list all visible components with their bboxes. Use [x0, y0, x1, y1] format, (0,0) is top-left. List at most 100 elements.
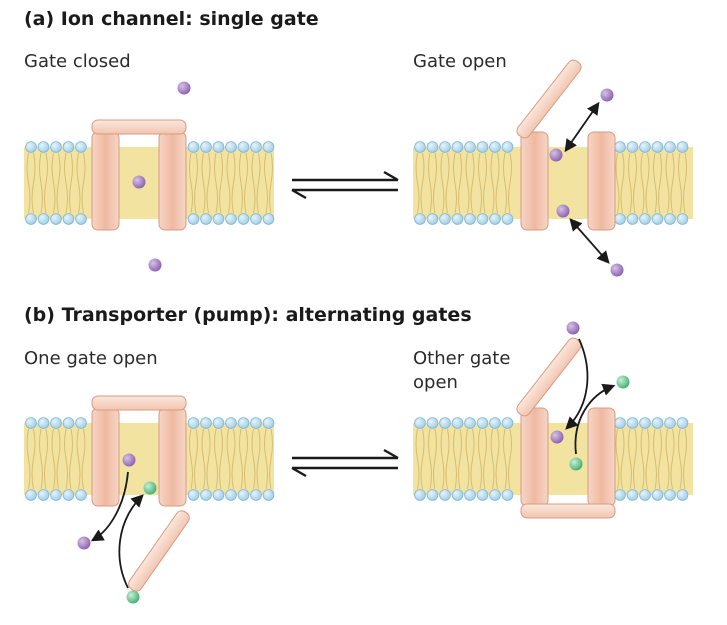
lipid-tail [645, 458, 648, 490]
ion [177, 81, 191, 95]
other-gate-open-label-line2: open [413, 372, 458, 393]
lipid-head [626, 141, 639, 153]
lipid-head [414, 213, 426, 225]
lipid-tail [467, 458, 470, 490]
lipid-tail [33, 428, 36, 460]
lipid-tail [51, 152, 54, 184]
lipid-tail [490, 152, 493, 184]
lipid-head [250, 141, 262, 153]
other-gate-open-label-line1: Other gate [413, 348, 511, 369]
lipid-tail [642, 458, 645, 490]
lipid-tail [622, 428, 625, 460]
lipid-tail [420, 182, 423, 214]
lipid-head [414, 489, 426, 501]
lipid-head [639, 489, 651, 501]
lipid-tail [492, 458, 495, 490]
lipid-tail [69, 182, 72, 214]
lipid-tail [678, 428, 681, 460]
ion [132, 175, 146, 189]
lipid-tail [429, 458, 432, 490]
lipid-head [426, 213, 439, 225]
lipid-tail [615, 428, 618, 460]
lipid-tail [189, 152, 192, 184]
lipid-tail [503, 152, 506, 184]
lipid-tail [215, 458, 218, 490]
transport-arrow-green [118, 494, 144, 589]
lipid-tail [620, 182, 623, 214]
channel-protein-right [158, 131, 187, 231]
lipid-tail [665, 428, 668, 460]
lipid-tail [76, 428, 79, 460]
lipid-tail [665, 152, 668, 184]
lipid-head [62, 213, 75, 225]
lipid-tail [53, 458, 56, 490]
lipid-head [464, 489, 476, 501]
lipid-tail [445, 458, 448, 490]
lipid-head [62, 417, 75, 429]
lipid-tail [628, 428, 631, 460]
lipid-head [200, 417, 212, 429]
closed-gate [91, 119, 187, 135]
lipid-head [237, 417, 250, 429]
ion-purple [566, 321, 580, 335]
lipid-head [664, 141, 676, 153]
lipid-tail [45, 428, 48, 460]
lipid-tail [64, 152, 67, 184]
ion-flow-arrow [569, 218, 610, 264]
lipid-tail [447, 152, 450, 184]
lipid-tail [640, 428, 643, 460]
lipid-tail [45, 152, 48, 184]
lipid-head [651, 489, 664, 501]
lipid-tail [40, 182, 43, 214]
lipid-tail [472, 152, 475, 184]
panel-b-title: (b) Transporter (pump): alternating gate… [24, 304, 472, 326]
lipid-tail [492, 182, 495, 214]
lipid-tail [504, 182, 507, 214]
equilibrium-arrows [291, 170, 399, 200]
lipid-tail [44, 182, 47, 214]
ion-green [569, 457, 583, 471]
lipid-tail [53, 182, 56, 214]
lipid-tail [265, 182, 268, 214]
lipid-tail [240, 458, 243, 490]
open-top-gate [516, 337, 582, 417]
lipid-tail [495, 182, 498, 214]
lipid-tail [81, 458, 84, 490]
lipid-tail [484, 428, 487, 460]
lipid-head [250, 417, 262, 429]
lipid-head [464, 141, 476, 153]
lipid-tail [428, 428, 431, 460]
lipid-head [426, 489, 439, 501]
lipid-head [37, 417, 50, 429]
lipid-tail [497, 152, 500, 184]
lipid-tail [233, 152, 236, 184]
panel-b-left-membrane [24, 395, 275, 604]
lipid-tail [26, 152, 29, 184]
lipid-tail [65, 182, 68, 214]
lipid-tail [58, 428, 61, 460]
lipid-head [187, 213, 200, 225]
lipid-tail [647, 152, 650, 184]
lipid-tail [253, 182, 256, 214]
lipid-head [75, 213, 87, 225]
lipid-tail [56, 458, 59, 490]
lipid-head [237, 489, 250, 501]
lipid-tail [70, 428, 73, 460]
lipid-head [37, 213, 50, 225]
lipid-head [626, 489, 639, 501]
lipid-tail [504, 458, 507, 490]
lipid-tail [654, 182, 657, 214]
lipid-tail [239, 428, 242, 460]
lipid-tail [265, 458, 268, 490]
transporter-protein-left [520, 407, 549, 507]
lipid-tail [659, 428, 662, 460]
lipid-head [225, 489, 237, 501]
ion-purple [122, 453, 136, 467]
one-gate-open-label: One gate open [24, 348, 158, 369]
lipid-tail [678, 152, 681, 184]
lipid-tail [420, 458, 423, 490]
lipid-tail [683, 458, 686, 490]
lipid-tail [667, 458, 670, 490]
transport-arrow-purple [565, 338, 589, 430]
closed-top-gate [91, 395, 187, 411]
